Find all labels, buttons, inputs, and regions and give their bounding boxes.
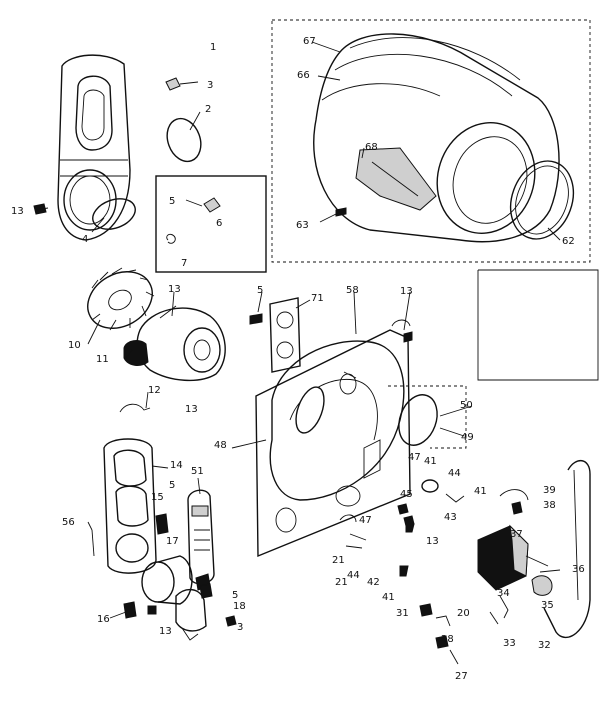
callout-c51: 51 [191,466,204,477]
callout-c71: 71 [311,293,324,304]
callout-c5b: 5 [257,285,263,296]
callout-c35: 35 [541,600,554,611]
callout-c28: 28 [441,634,454,645]
callout-c43: 43 [444,512,457,523]
callout-c41a: 41 [424,456,437,467]
blower-wheel [87,267,155,331]
callout-c37: 37 [510,529,523,540]
callout-c14: 14 [170,460,183,471]
callout-c17: 17 [166,536,179,547]
bracket [269,297,301,373]
callout-c32: 32 [538,640,551,651]
vent-hood [175,589,207,641]
callout-c15: 15 [151,492,164,503]
callout-c41c: 41 [382,592,395,603]
callout-c3a: 3 [207,80,213,91]
drum-assembly-boundary [271,19,599,381]
drive-belt [543,460,591,638]
callout-c68: 68 [365,142,378,153]
callout-c13f: 13 [159,626,172,637]
callout-c13c: 13 [185,404,198,415]
callout-c49: 49 [461,432,474,443]
callout-c10: 10 [68,340,81,351]
callout-c21a: 21 [332,555,345,566]
callout-c63: 63 [296,220,309,231]
callout-c13b: 13 [168,284,181,295]
heater-cylinder [141,555,193,605]
callout-c27: 27 [455,671,468,682]
callout-c36: 36 [572,564,585,575]
rear-duct-housing [57,54,131,241]
blower-housing [123,305,226,382]
callout-c67: 67 [303,36,316,47]
callout-c38: 38 [543,500,556,511]
callout-c56: 56 [62,517,75,528]
callout-c5d: 5 [232,590,238,601]
callout-c13d: 13 [400,286,413,297]
hardware-screws [33,203,415,627]
callout-c39: 39 [543,485,556,496]
callout-c34: 34 [497,588,510,599]
callout-c44a: 44 [448,468,461,479]
callout-c11: 11 [96,354,109,365]
callout-c1: 1 [210,42,216,53]
callout-c47a: 47 [408,452,421,463]
callout-c47b: 47 [359,515,372,526]
exhaust-duct [103,438,157,574]
small-clip [165,77,181,91]
callout-c6: 6 [216,218,222,229]
callout-c45: 45 [400,489,413,500]
callout-c4: 4 [82,234,88,245]
callout-c3b: 3 [237,622,243,633]
callout-c50: 50 [460,400,473,411]
callout-c2: 2 [205,104,211,115]
motor [477,524,549,591]
callout-c21b: 21 [335,577,348,588]
callout-c7: 7 [181,258,187,269]
callout-c44b: 44 [347,570,360,581]
leader-lines [35,41,561,619]
callout-c31: 31 [396,608,409,619]
callout-c12: 12 [148,385,161,396]
callout-c18: 18 [233,601,246,612]
callout-labels: 1233455556710111213131313131314151617182… [11,36,585,682]
inset-parts-box [155,175,267,273]
drum-seal-ring [509,160,575,240]
callout-c62: 62 [562,236,575,247]
drum [313,33,560,243]
callout-c13a: 13 [11,206,24,217]
callout-c13e: 13 [426,536,439,547]
rear-bulkhead [255,319,411,558]
roller-ring [166,117,202,163]
callout-c16: 16 [97,614,110,625]
idler-and-switch-parts [339,479,553,665]
drum-belt-ring [92,198,136,230]
callout-c5a: 5 [169,196,175,207]
callout-c58: 58 [346,285,359,296]
callout-c20: 20 [457,608,470,619]
callout-c42: 42 [367,577,380,588]
heater-access-plate [388,385,467,449]
callout-c5c: 5 [169,480,175,491]
callout-c48: 48 [214,440,227,451]
callout-c33: 33 [503,638,516,649]
callout-c41b: 41 [474,486,487,497]
callout-c66: 66 [297,70,310,81]
